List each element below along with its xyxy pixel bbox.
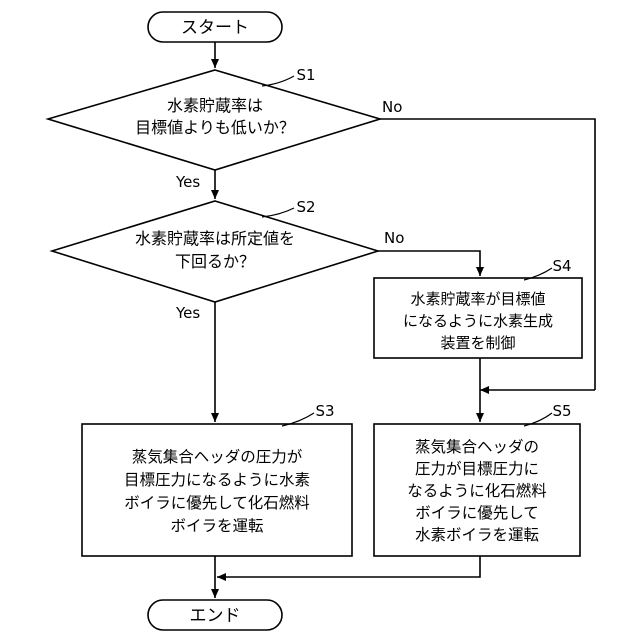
s1-yes-label: Yes (175, 173, 200, 191)
s2-leader-line (262, 208, 294, 217)
s3-line-4: ボイラを運転 (170, 517, 263, 535)
end-label: エンド (190, 606, 241, 626)
s1-leader-line (262, 76, 294, 86)
s1-no-label: No (382, 98, 402, 116)
s1-line-2: 目標値よりも低いか？ (135, 118, 295, 137)
s4-step-label: S4 (552, 257, 571, 275)
start-label: スタート (181, 18, 249, 38)
s5-line-5: 水素ボイラを運転 (415, 526, 539, 544)
s2-no-label: No (384, 229, 404, 247)
s3-line-3: ボイラに優先して化石燃料 (124, 494, 310, 512)
s1-step-label: S1 (296, 66, 315, 84)
arrow-s5-to-merge (217, 556, 480, 577)
s5-line-4: ボイラに優先して (415, 504, 539, 522)
s2-yes-label: Yes (175, 304, 200, 322)
arrow-s2-no-to-s4 (378, 251, 480, 276)
s5-line-3: なるように化石燃料 (407, 482, 547, 500)
s2-step-label: S2 (296, 198, 315, 216)
s2-line-2: 下回るか？ (175, 252, 255, 271)
s3-line-2: 目標圧力になるように水素 (124, 471, 310, 489)
s3-step-label: S3 (315, 402, 334, 420)
s4-line-2: になるように水素生成 (403, 312, 553, 330)
s4-line-1: 水素貯蔵率が目標値 (410, 290, 545, 308)
s5-line-1: 蒸気集合ヘッダの (415, 438, 539, 456)
s5-line-2: 圧力が目標圧力に (415, 460, 539, 478)
s1-line-1: 水素貯蔵率は (167, 96, 263, 115)
s4-line-3: 装置を制御 (440, 334, 515, 352)
s2-line-1: 水素貯蔵率は所定値を (135, 229, 295, 248)
s5-step-label: S5 (552, 402, 571, 420)
process-s3 (82, 424, 352, 556)
s3-line-1: 蒸気集合ヘッダの圧力が (132, 448, 303, 466)
